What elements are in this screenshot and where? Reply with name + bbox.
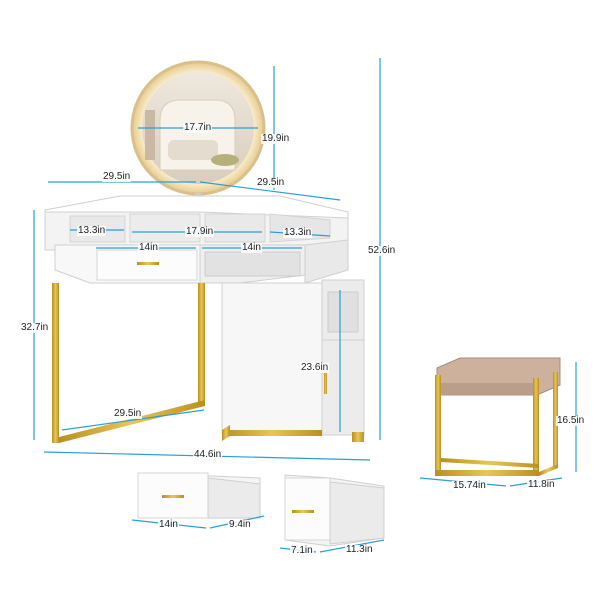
shelf-center-label: 17.9in [185, 226, 215, 237]
shelf-right-label: 13.3in [283, 227, 313, 238]
drawer-large [137, 472, 261, 519]
vanity-stool [435, 357, 561, 476]
total-width-label: 44.6in [193, 449, 223, 460]
mirror-height-label: 19.9in [261, 133, 291, 144]
drawer-right-width-label: 14in [241, 242, 262, 253]
stool-depth-label: 11.8in [527, 479, 556, 490]
top-left-side-label: 29.5in [102, 171, 132, 182]
stool-height-label: 16.5in [556, 415, 586, 426]
drawer-left-width-label: 14in [138, 242, 159, 253]
base-depth-label: 29.5in [113, 408, 143, 419]
drawer1-width-label: 14in [158, 519, 179, 530]
desk-height-label: 32.7in [20, 322, 50, 333]
drawer2-depth-label: 11.3in [345, 544, 374, 555]
mirror-diameter-label: 17.7in [183, 122, 213, 133]
top-right-side-label: 29.5in [256, 177, 286, 188]
corner-vanity-desk [44, 195, 365, 443]
shelf-left-label: 13.3in [77, 225, 107, 236]
drawer2-width-label: 7.1in [290, 545, 314, 556]
drawer1-depth-label: 9.4in [228, 519, 252, 530]
cabinet-height-label: 23.6in [300, 362, 330, 373]
total-height-label: 52.6in [367, 245, 397, 256]
drawer-small [284, 474, 385, 547]
stool-width-label: 15.74in [452, 480, 487, 491]
